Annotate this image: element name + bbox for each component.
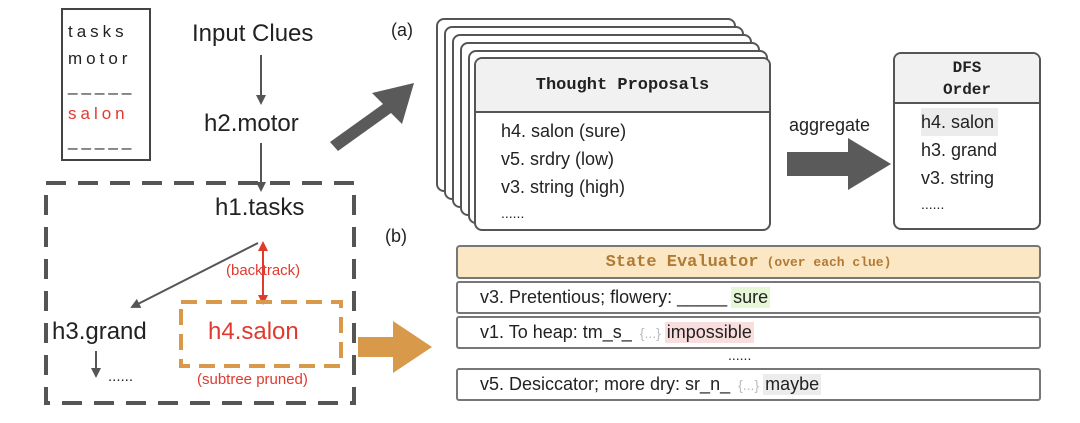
- grid-box: [61, 8, 151, 161]
- evaluator-row: v5. Desiccator; more dry: sr_n_ {...} ma…: [456, 368, 1041, 401]
- state-evaluator-subtitle: (over each clue): [766, 254, 892, 270]
- input-clues-label: Input Clues: [192, 20, 314, 47]
- dfs-order-card: DFS Order h4. salon h3. grand v3. string…: [893, 52, 1041, 230]
- evaluator-row-ellipsis: {...}: [639, 324, 661, 341]
- thought-proposals-title: Thought Proposals: [535, 75, 710, 95]
- dfs-title-line1: DFS: [952, 59, 982, 77]
- dfs-title-line2: Order: [942, 81, 991, 99]
- dfs-item: h4. salon: [921, 108, 999, 136]
- orange-arrow-to-evaluator: [358, 321, 432, 373]
- h3-dots: ......: [108, 368, 134, 385]
- evaluator-row-ellipsis: {...}: [738, 376, 760, 393]
- thought-proposals-header: Thought Proposals: [476, 59, 769, 113]
- dfs-item: v3. string: [921, 168, 995, 188]
- grid-line-1: tasks: [68, 22, 128, 41]
- search-tree-box: [44, 181, 356, 405]
- aggregate-arrow: [787, 138, 891, 190]
- h4-dashed-box: [179, 300, 343, 368]
- aggregate-label: aggregate: [789, 115, 871, 135]
- subtree-pruned-label: (subtree pruned): [197, 371, 308, 388]
- dfs-item: ......: [921, 196, 945, 212]
- proposal-item: h4. salon (sure): [501, 121, 627, 141]
- proposal-item: v3. string (high): [501, 177, 626, 197]
- evaluator-gap-dots: ......: [728, 347, 752, 363]
- proposal-item: v5. srdry (low): [501, 149, 615, 169]
- grid-line-2: motor: [68, 49, 132, 68]
- grid-line-4: salon: [68, 104, 129, 123]
- grid-line-3: _____: [68, 76, 136, 95]
- evaluator-row-result: impossible: [664, 322, 754, 343]
- evaluator-row: v1. To heap: tm_s_ {...} impossible: [456, 316, 1041, 349]
- evaluator-row: v3. Pretentious; flowery: _____ sure: [456, 281, 1041, 314]
- grid-line-5: _____: [68, 131, 136, 150]
- thought-proposals-card: Thought Proposals h4. salon (sure) v5. s…: [474, 57, 771, 231]
- h2-motor-label: h2.motor: [204, 110, 299, 137]
- evaluator-row-result: sure: [731, 287, 771, 308]
- state-evaluator-header: State Evaluator (over each clue): [456, 245, 1041, 279]
- h3-grand-label: h3.grand: [52, 318, 147, 345]
- label-b: (b): [385, 226, 407, 246]
- evaluator-row-text: v1. To heap: tm_s_: [480, 322, 632, 342]
- evaluator-row-text: v3. Pretentious; flowery: _____: [480, 287, 728, 307]
- dfs-item: h3. grand: [921, 140, 998, 160]
- state-evaluator-title: State Evaluator: [605, 252, 759, 272]
- backtrack-label: (backtrack): [226, 262, 301, 279]
- evaluator-row-result: maybe: [763, 374, 822, 395]
- arrow-h1-to-h3: [130, 242, 259, 308]
- big-arrow-to-proposals: [330, 83, 414, 151]
- evaluator-row-text: v5. Desiccator; more dry: sr_n_: [480, 374, 731, 394]
- dfs-order-header: DFS Order: [895, 54, 1039, 104]
- proposal-item: ......: [501, 205, 525, 221]
- h4-salon-label: h4.salon: [208, 318, 299, 345]
- h1-tasks-label: h1.tasks: [215, 194, 305, 221]
- label-a: (a): [391, 20, 413, 40]
